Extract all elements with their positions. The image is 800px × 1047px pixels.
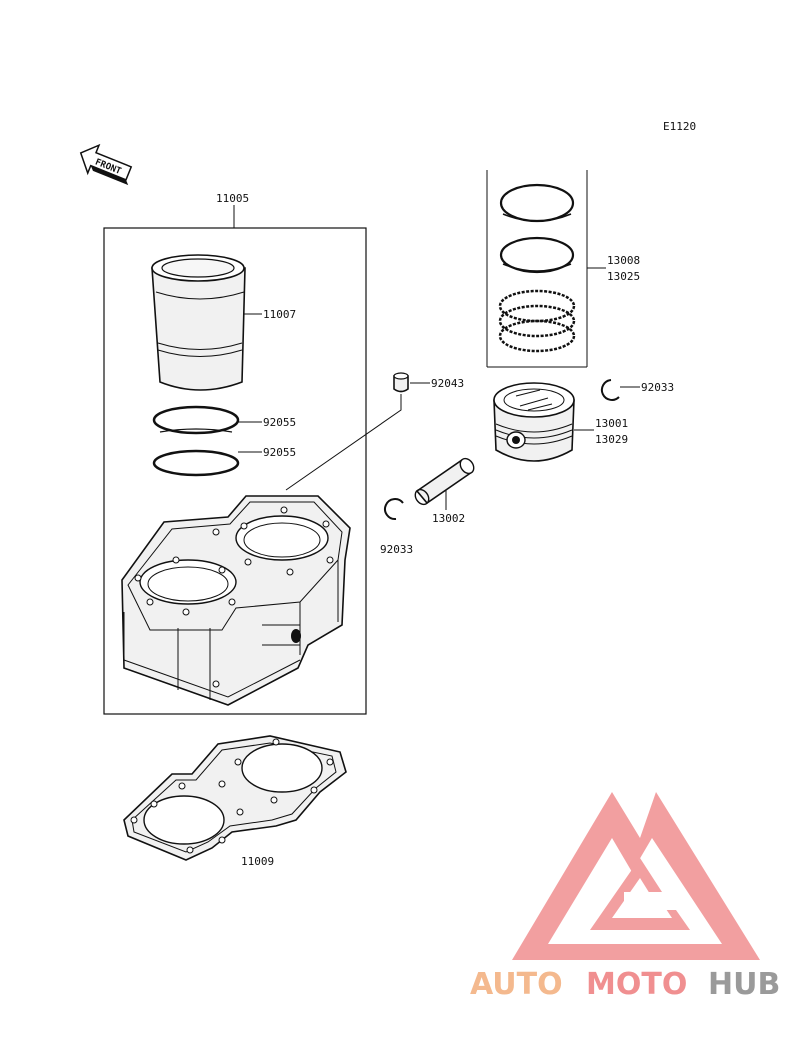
front-arrow-icon: FRONT (79, 143, 133, 186)
circlip-left: 92033 (380, 498, 413, 556)
label-ring-set-a: 13008 (607, 254, 640, 267)
piston-pin: 13002 (414, 457, 475, 525)
base-gasket: 11009 (123, 735, 347, 868)
label-dowel-pin: 92043 (431, 377, 464, 390)
label-cylinder-assy: 11005 (216, 192, 249, 205)
piston-ring-set: 13008 13025 (486, 170, 640, 368)
watermark-logo (512, 792, 760, 960)
label-piston-pin: 13002 (432, 512, 465, 525)
o-ring-upper: 92055 (152, 405, 296, 435)
o-ring-lower: 92055 (152, 446, 296, 477)
label-ring-set-b: 13025 (607, 270, 640, 283)
cylinder-block (121, 495, 351, 706)
label-piston-b: 13029 (595, 433, 628, 446)
label-piston-a: 13001 (595, 417, 628, 430)
label-base-gasket: 11009 (241, 855, 274, 868)
cylinder-assembly-group: 11005 (103, 192, 367, 715)
watermark-moto: MOTO (586, 967, 687, 1002)
label-o-ring-lower: 92055 (263, 446, 296, 459)
label-o-ring-upper: 92055 (263, 416, 296, 429)
diagram-code: E1120 (663, 120, 696, 133)
label-circlip-right: 92033 (641, 381, 674, 394)
label-circlip-left: 92033 (380, 543, 413, 556)
watermark-text: AUTO MOTO HUB (470, 967, 780, 1002)
cylinder-liner: 11007 (151, 254, 296, 391)
piston: 13001 13029 (493, 382, 628, 462)
circlip-right: 92033 (600, 379, 674, 401)
watermark-hub: HUB (708, 967, 780, 1002)
dowel-pin: 92043 (285, 372, 464, 491)
cylinder-assy-frame (103, 227, 367, 715)
label-cylinder-liner: 11007 (263, 308, 296, 321)
watermark-auto: AUTO (470, 967, 563, 1002)
